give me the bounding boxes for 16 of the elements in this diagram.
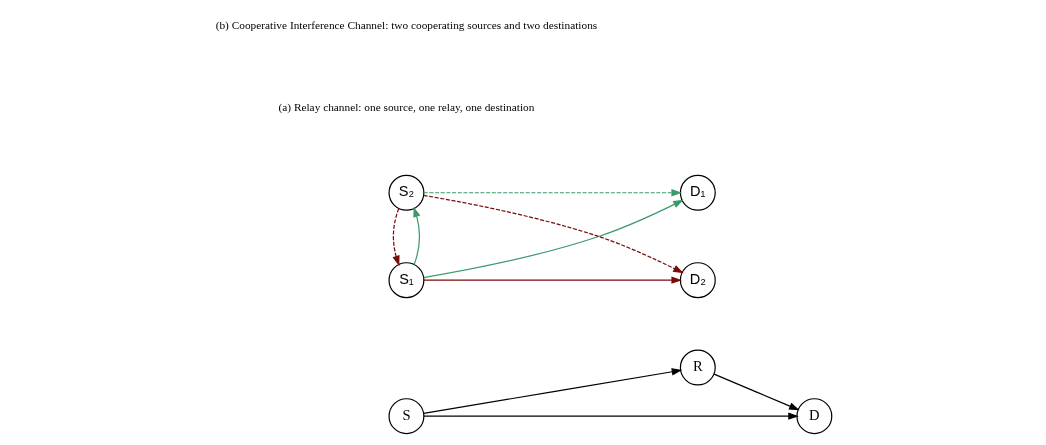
arrow bbox=[413, 206, 421, 266]
node-circle: S₂ bbox=[388, 174, 425, 211]
arrow bbox=[423, 368, 683, 414]
node-circle: D bbox=[796, 398, 833, 435]
arrow bbox=[392, 207, 400, 267]
arrow bbox=[423, 189, 682, 197]
node-circle: R bbox=[679, 349, 716, 386]
label: (a) Relay channel: one source, one relay, one destination bbox=[278, 100, 535, 113]
node-circle: S₁ bbox=[388, 262, 425, 299]
node-circle: S bbox=[388, 398, 425, 435]
arrow bbox=[713, 373, 800, 411]
arrow bbox=[423, 412, 799, 420]
arrow bbox=[423, 276, 682, 284]
node-circle: D₂ bbox=[679, 262, 716, 299]
node-circle: D₁ bbox=[679, 174, 716, 211]
label: (b) Cooperative Interference Channel: two cooperating sources and two destinations bbox=[215, 19, 598, 32]
